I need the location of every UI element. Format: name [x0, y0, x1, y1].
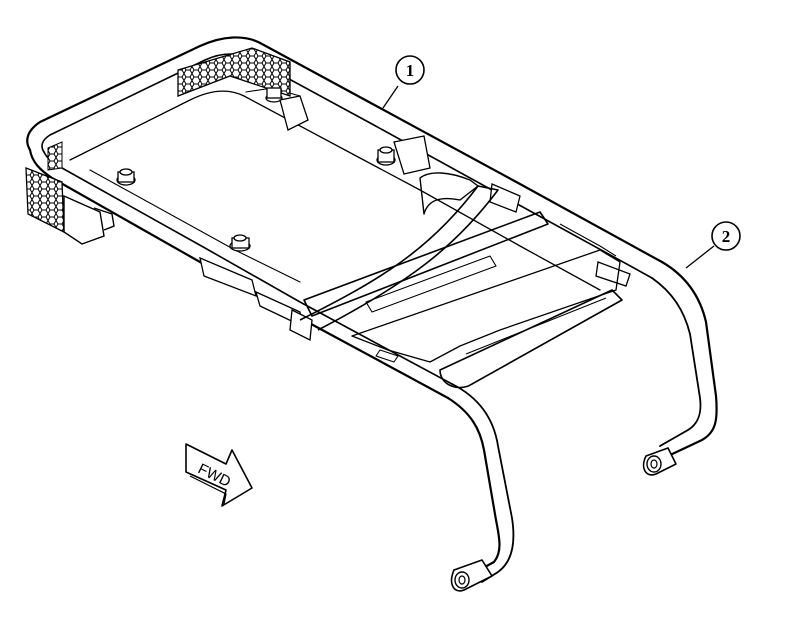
front-roll-bar-leg: [446, 383, 515, 592]
cross-members: [299, 172, 623, 389]
forward-direction-arrow: FWD: [185, 443, 253, 507]
roof-frame: [26, 36, 664, 400]
callout-1: 1: [395, 55, 425, 85]
callout-2-label: 2: [722, 227, 731, 246]
front-bracket-block: [63, 194, 115, 245]
callout-leaders: [382, 85, 715, 269]
callout-2: 2: [711, 221, 741, 251]
rear-roll-bar: [642, 260, 718, 476]
mount-brackets: [116, 87, 631, 342]
callout-1-label: 1: [406, 61, 415, 80]
mesh-panels: [25, 47, 291, 234]
